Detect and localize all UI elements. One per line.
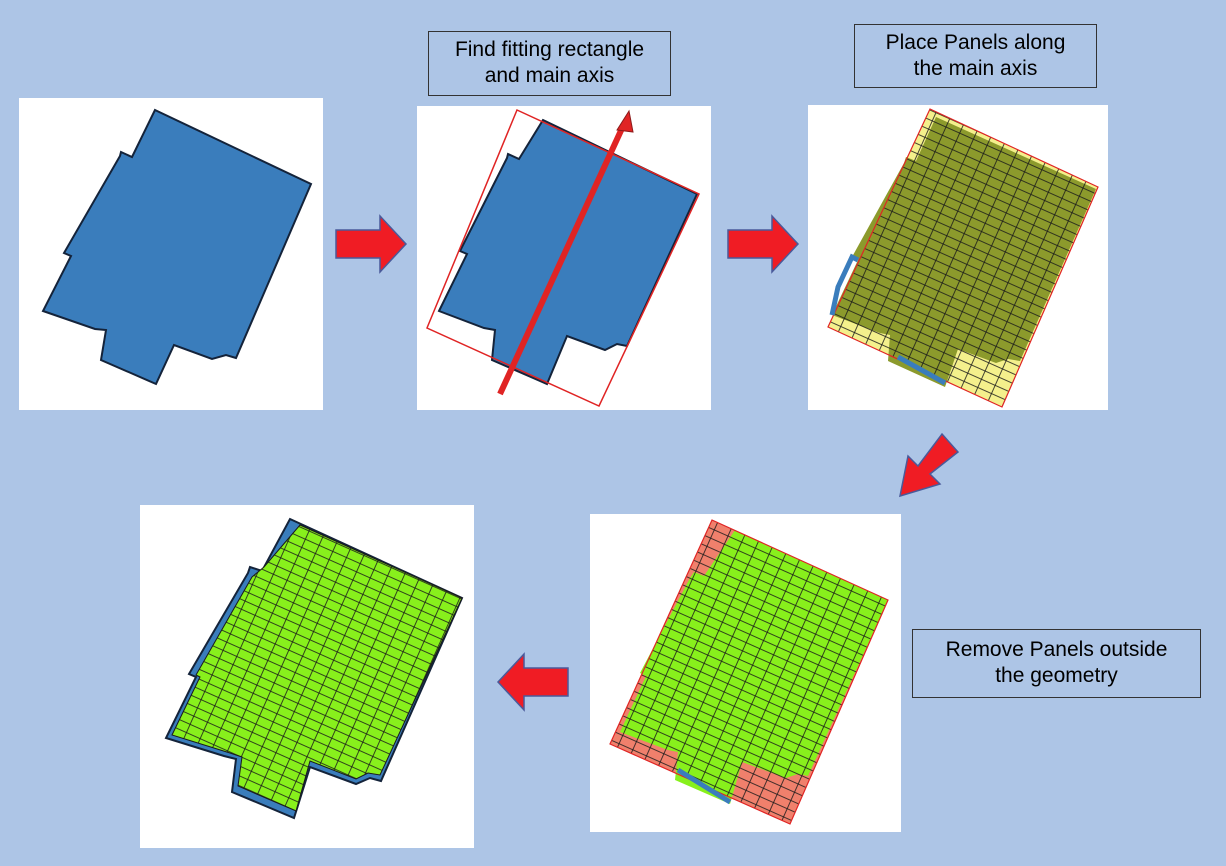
flow-arrow-down-left [899, 432, 960, 498]
flow-arrow-left [496, 652, 569, 712]
caption-remove-panels: Remove Panels outside the geometry [912, 629, 1201, 698]
caption-find-fitting-rectangle: Find fitting rectangle and main axis [428, 31, 671, 96]
building-edge-visible [676, 767, 732, 805]
place-panels-figure [827, 108, 1099, 408]
fitting-rectangle [426, 108, 701, 407]
flow-arrow-right-1 [335, 214, 408, 274]
main-axis-arrowhead [616, 109, 634, 133]
panel-grid-lines [827, 108, 1099, 408]
panel-grid-lines [609, 519, 889, 825]
building-edge-visible [829, 253, 860, 316]
flow-arrow-right-2 [727, 214, 800, 274]
remove-panels-figure [609, 519, 889, 825]
panel-remove-panels [590, 514, 901, 832]
fitting-rectangle-figure [426, 108, 701, 407]
panel-final-result [140, 505, 474, 848]
final-panels-grid [171, 524, 463, 812]
panel-fitting-rectangle [417, 106, 711, 410]
caption-place-panels: Place Panels along the main axis [854, 24, 1097, 88]
panel-original-geometry [19, 98, 323, 410]
building-edge-visible-bottom [896, 354, 947, 386]
building-footprint [41, 108, 313, 386]
building-footprint-figure [41, 108, 313, 386]
final-result-figure [164, 517, 464, 820]
panel-place-panels [808, 105, 1108, 410]
main-axis-arrow-shaft [497, 122, 627, 396]
